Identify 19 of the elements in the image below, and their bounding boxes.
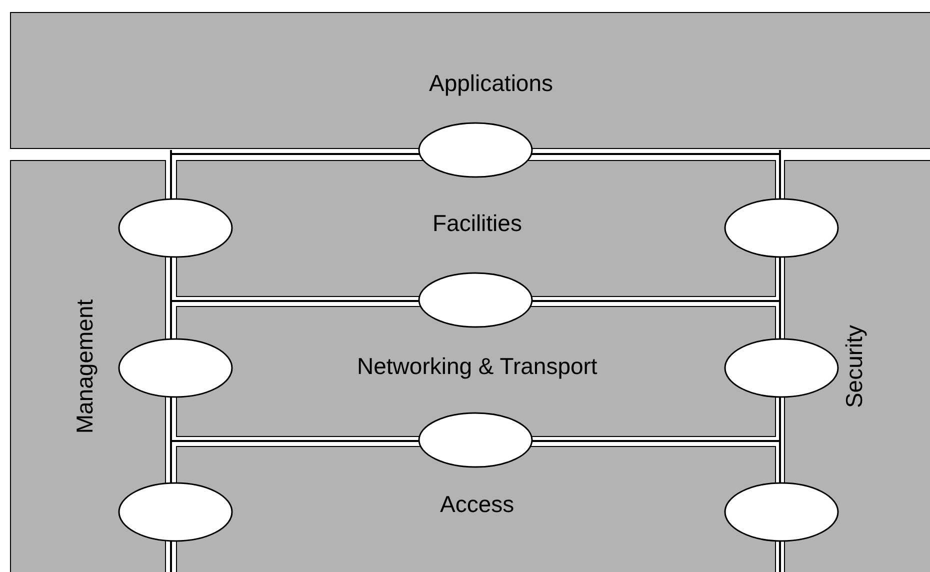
layer-box bbox=[176, 160, 776, 297]
interface-ellipse bbox=[418, 272, 533, 328]
layer-box bbox=[10, 12, 930, 149]
interface-ellipse bbox=[724, 338, 839, 398]
layer-title: Networking & Transport bbox=[357, 353, 598, 380]
layer-title: Security bbox=[840, 324, 868, 408]
interface-ellipse bbox=[118, 338, 233, 398]
layer-title: Access bbox=[440, 490, 514, 518]
layer-title: Applications bbox=[429, 70, 554, 96]
interface-ellipse bbox=[724, 198, 839, 258]
interface-ellipse bbox=[418, 412, 533, 468]
interface-ellipse bbox=[724, 482, 839, 542]
layer-title: Management bbox=[72, 298, 99, 434]
interface-ellipse bbox=[118, 198, 233, 258]
layer-box bbox=[10, 160, 166, 572]
interface-ellipse bbox=[418, 122, 533, 178]
layer-title: Facilities bbox=[432, 210, 522, 237]
interface-ellipse bbox=[118, 482, 233, 542]
layer-box bbox=[176, 446, 776, 572]
